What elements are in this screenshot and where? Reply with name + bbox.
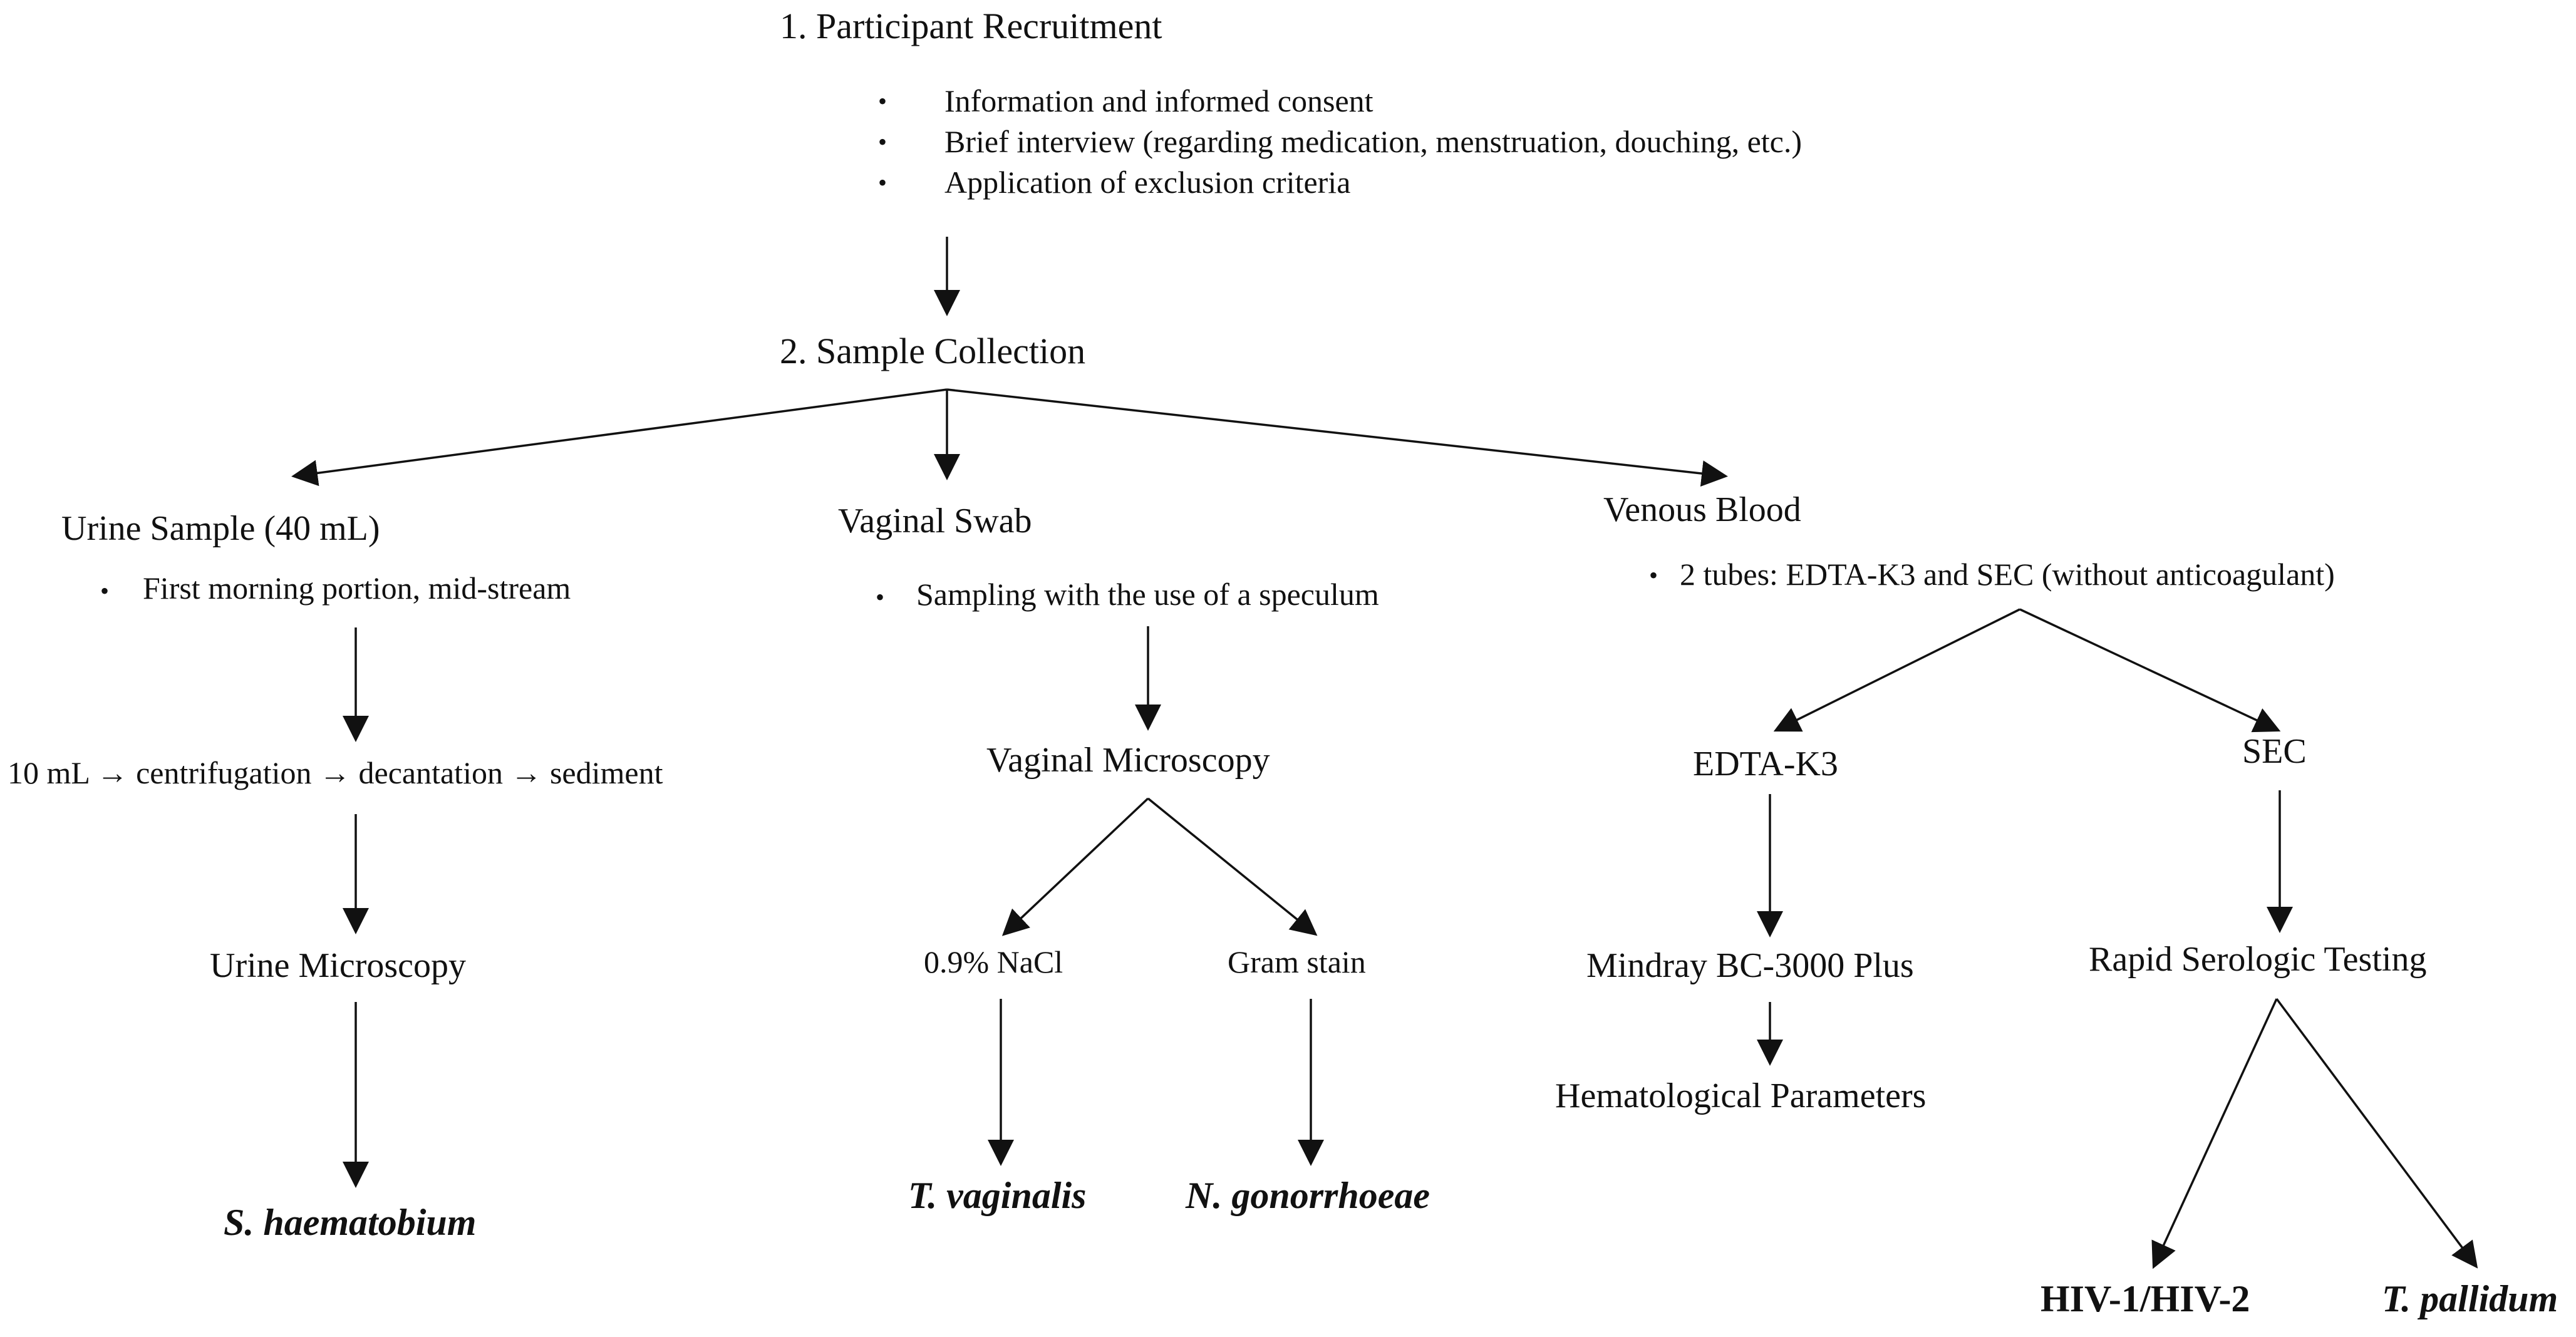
blood-title: Venous Blood [1603, 490, 1801, 529]
arrow-microscopy-to-nacl [1001, 797, 1149, 936]
bullet-dot: • [1649, 561, 1658, 589]
arrow-microscopy-to-gram [1147, 797, 1318, 936]
bullet-dot: • [878, 128, 887, 156]
step2-title: 2. Sample Collection [780, 331, 1086, 371]
arrow-collection-to-blood [946, 388, 1728, 487]
mindray-device: Mindray BC-3000 Plus [1586, 946, 1914, 985]
vaginal-title: Vaginal Swab [838, 502, 1032, 540]
arrow-rapid-to-tpallidum [2275, 998, 2478, 1269]
bullet-dot: • [100, 577, 110, 605]
blood-bullet: 2 tubes: EDTA-K3 and SEC (without antico… [1680, 557, 2335, 592]
vaginal-bullet: Sampling with the use of a speculum [916, 577, 1379, 612]
step1-bullet-3: Application of exclusion criteria [944, 165, 1351, 200]
urine-microscopy: Urine Microscopy [210, 946, 467, 985]
vaginal-branch-gram: Gram stain [1228, 944, 1366, 979]
urine-process: 10 mL → centrifugation → decantation → s… [8, 755, 663, 790]
step1-bullet-1: Information and informed consent [944, 83, 1373, 118]
edta-label: EDTA-K3 [1693, 745, 1838, 783]
arrow-collection-to-urine [291, 388, 948, 487]
bullet-dot: • [878, 168, 887, 197]
arrow-blood-to-edta [1773, 608, 2020, 732]
vaginal-microscopy: Vaginal Microscopy [986, 741, 1270, 780]
arrow-rapid-to-hiv [2151, 998, 2278, 1269]
urine-bullet: First morning portion, mid-stream [143, 570, 571, 606]
result-s-haematobium: S. haematobium [224, 1202, 477, 1243]
result-n-gonorrhoeae: N. gonorrhoeae [1186, 1175, 1430, 1216]
hematological-parameters: Hematological Parameters [1555, 1076, 1927, 1115]
sec-label: SEC [2242, 732, 2307, 771]
arrow-blood-to-sec [2019, 608, 2281, 733]
vaginal-branch-nacl: 0.9% NaCl [924, 944, 1063, 979]
result-t-pallidum: T. pallidum [2382, 1278, 2558, 1319]
result-hiv: HIV-1/HIV-2 [2041, 1278, 2250, 1319]
result-t-vaginalis: T. vaginalis [908, 1175, 1087, 1216]
urine-title: Urine Sample (40 mL) [61, 509, 380, 548]
rapid-serologic-testing: Rapid Serologic Testing [2089, 940, 2427, 979]
step1-title: 1. Participant Recruitment [780, 6, 1162, 46]
bullet-dot: • [876, 583, 885, 611]
bullet-dot: • [878, 87, 887, 115]
step1-bullet-2: Brief interview (regarding medication, m… [944, 124, 1802, 159]
